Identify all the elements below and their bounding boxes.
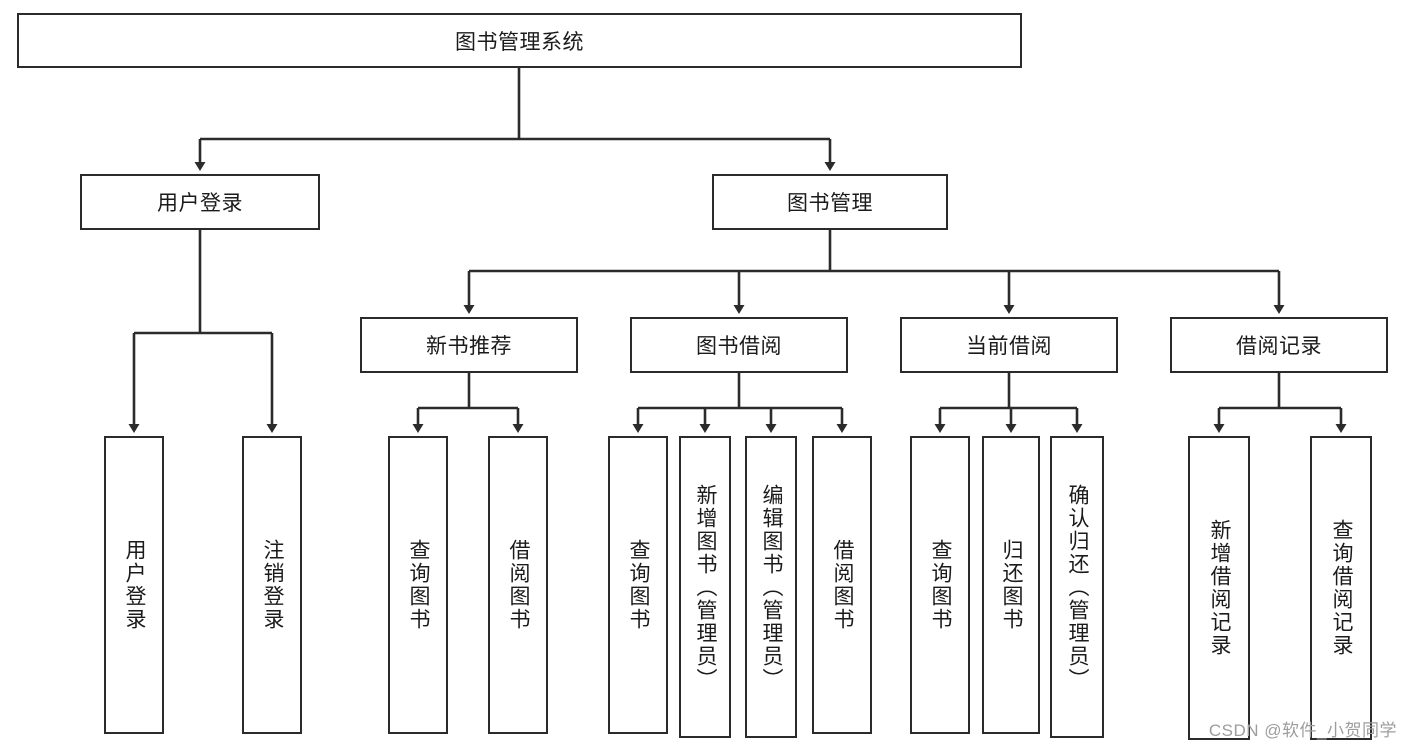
- leaf-return-book-label: 归还图书: [1000, 539, 1024, 631]
- leaf-confirm-return-admin-label: 确认归还（管理员）: [1066, 483, 1090, 691]
- node-book-management-label: 图书管理: [787, 192, 873, 215]
- leaf-logout-login-label: 注销登录: [261, 539, 285, 631]
- node-book-management[interactable]: 图书管理: [712, 174, 948, 230]
- node-user-login[interactable]: 用户登录: [80, 174, 320, 230]
- leaf-user-login-label: 用户登录: [123, 539, 147, 631]
- leaf-query-book-current[interactable]: 查询图书: [910, 436, 970, 734]
- leaf-add-borrow-record[interactable]: 新增借阅记录: [1188, 436, 1250, 740]
- watermark-text: CSDN @软件_小贺同学: [1208, 721, 1397, 740]
- node-book-borrow-label: 图书借阅: [696, 335, 782, 358]
- node-root-label: 图书管理系统: [455, 30, 584, 54]
- leaf-edit-book-admin-label: 编辑图书（管理员）: [760, 483, 784, 691]
- node-user-login-label: 用户登录: [157, 192, 243, 215]
- node-borrow-record-label: 借阅记录: [1236, 335, 1322, 358]
- leaf-borrow-book[interactable]: 借阅图书: [812, 436, 872, 734]
- leaf-logout-login[interactable]: 注销登录: [242, 436, 302, 734]
- leaf-return-book[interactable]: 归还图书: [982, 436, 1040, 734]
- node-root[interactable]: 图书管理系统: [17, 13, 1022, 68]
- node-current-borrow[interactable]: 当前借阅: [900, 317, 1118, 373]
- leaf-query-borrow-record-label: 查询借阅记录: [1330, 519, 1354, 657]
- leaf-add-borrow-record-label: 新增借阅记录: [1208, 519, 1232, 657]
- leaf-add-book-admin-label: 新增图书（管理员）: [694, 483, 718, 691]
- node-borrow-record[interactable]: 借阅记录: [1170, 317, 1388, 373]
- leaf-borrow-book-recommend-label: 借阅图书: [507, 539, 531, 631]
- leaf-query-borrow-record[interactable]: 查询借阅记录: [1310, 436, 1372, 740]
- node-book-borrow[interactable]: 图书借阅: [630, 317, 848, 373]
- node-new-book-recommend[interactable]: 新书推荐: [360, 317, 578, 373]
- leaf-query-book-recommend[interactable]: 查询图书: [388, 436, 448, 734]
- node-current-borrow-label: 当前借阅: [966, 335, 1052, 358]
- leaf-borrow-book-recommend[interactable]: 借阅图书: [488, 436, 548, 734]
- leaf-confirm-return-admin[interactable]: 确认归还（管理员）: [1050, 436, 1104, 738]
- leaf-query-book-recommend-label: 查询图书: [407, 539, 431, 631]
- leaf-add-book-admin[interactable]: 新增图书（管理员）: [679, 436, 731, 738]
- leaf-query-book-borrow[interactable]: 查询图书: [608, 436, 668, 734]
- leaf-user-login[interactable]: 用户登录: [104, 436, 164, 734]
- node-new-book-recommend-label: 新书推荐: [426, 335, 512, 358]
- leaf-edit-book-admin[interactable]: 编辑图书（管理员）: [745, 436, 797, 738]
- leaf-query-book-current-label: 查询图书: [929, 539, 953, 631]
- leaf-query-book-borrow-label: 查询图书: [627, 539, 651, 631]
- leaf-borrow-book-label: 借阅图书: [831, 539, 855, 631]
